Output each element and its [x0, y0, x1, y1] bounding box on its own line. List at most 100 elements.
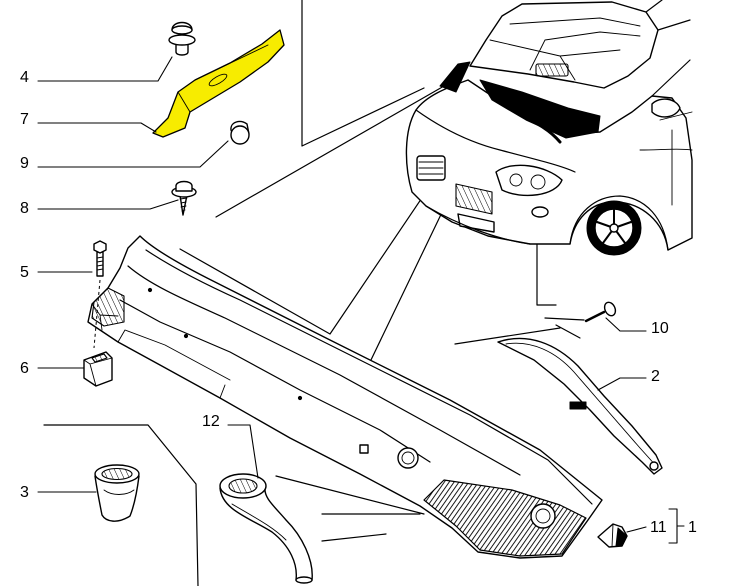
bolt-head: [93, 240, 107, 254]
vehicle-wheel-arch: [569, 195, 669, 251]
guide-line-funnel: [43, 424, 199, 586]
clip-nut-slot: [91, 353, 108, 363]
guide-line-rivet-b: [544, 317, 585, 321]
vehicle-headlight-lens-a: [509, 173, 523, 187]
callout-labels: 4 7 9 8 5 6 3 12 10 2 11 1: [20, 69, 697, 536]
trim-strip-edge: [505, 342, 659, 469]
vehicle-rim-spokes: [596, 209, 632, 244]
vehicle-door-lines: [639, 111, 693, 206]
funnel-grommet-opening: [101, 467, 133, 481]
funnel-grommet-body: [94, 475, 140, 522]
leader-line-2: [597, 377, 647, 391]
plug-face: [230, 125, 250, 145]
assembly-bracket-1: [668, 508, 685, 544]
vehicle-hub: [609, 223, 619, 233]
callout-8: 8: [20, 200, 29, 217]
vehicle-illustration: [405, 0, 693, 256]
rivet-head: [603, 301, 617, 317]
push-pin-cap: [171, 25, 193, 35]
cowl-panel-port-left-inner: [401, 451, 415, 465]
cowl-panel-hole-a: [297, 395, 303, 401]
funnel-grommet-rib: [103, 489, 135, 495]
vehicle-cowl-recess: [479, 79, 601, 139]
clip-nut-body: [83, 351, 113, 387]
highlighted-bracket-slot: [208, 73, 228, 87]
cowl-panel-front-lip: [119, 299, 431, 463]
bolt-axis-line: [93, 279, 101, 349]
guide-line-rivet-a: [454, 327, 561, 345]
leader-line-11: [626, 526, 647, 533]
rivet-shank: [584, 310, 606, 323]
bolt-threads: [96, 256, 104, 271]
plug: [230, 120, 250, 145]
cowl-panel-port-right: [530, 503, 556, 529]
guide-lines: [43, 0, 585, 586]
bolt-shank: [96, 251, 104, 277]
cowl-panel-grille: [423, 479, 587, 557]
guide-line-hose-a: [275, 475, 425, 515]
callout-5: 5: [20, 264, 29, 281]
trim-strip-clip: [569, 401, 587, 410]
drain-hose-highlight: [231, 503, 287, 541]
drain-hose: [219, 473, 313, 584]
callout-1: 1: [688, 519, 697, 536]
highlighted-bracket-fold: [177, 44, 269, 113]
vehicle-bumper-line: [425, 205, 531, 245]
cowl-panel-outline: [87, 235, 603, 559]
guide-line-rivet-c: [555, 324, 581, 339]
callout-7: 7: [20, 111, 29, 128]
callout-6: 6: [20, 360, 29, 377]
vehicle-wiper-arm: [520, 114, 562, 144]
trim-strip: [497, 337, 663, 475]
vehicle-engine-vent: [535, 63, 569, 77]
leader-line-9: [37, 140, 229, 168]
vehicle-headlight-lens-b: [530, 174, 546, 190]
cowl-panel-port-left: [397, 447, 419, 469]
cowl-panel-mark: [359, 444, 369, 454]
guide-line-frame: [301, 0, 425, 147]
leader-lines: [37, 56, 685, 544]
push-pin: [168, 21, 196, 56]
leader-line-10: [605, 317, 647, 332]
clip-nut: [83, 351, 113, 387]
funnel-grommet: [94, 464, 140, 522]
vehicle-hood-edge: [415, 109, 576, 173]
leader-line-12: [227, 424, 259, 479]
screw-head: [175, 180, 193, 192]
cowl-panel-port-right-inner: [535, 508, 551, 524]
leader-line-8: [37, 199, 179, 210]
callout-4: 4: [20, 69, 29, 86]
vehicle-lower-intake: [457, 213, 495, 233]
push-pin-flange: [168, 34, 196, 46]
guide-line-upper: [215, 77, 459, 218]
drain-hose-end: [295, 576, 313, 584]
cowl-panel-hole-b: [147, 287, 153, 293]
clip-nut-edges: [83, 357, 113, 387]
trim-strip-body: [497, 337, 663, 475]
vehicle-side-mirror: [651, 98, 681, 118]
screw: [171, 180, 197, 216]
cowl-panel-hole-c: [183, 333, 189, 339]
cowl-panel-lower-lines: [91, 303, 231, 399]
cowl-panel-left-end: [91, 287, 125, 327]
callout-9: 9: [20, 155, 29, 172]
retaining-clip-shade: [615, 527, 628, 547]
callout-3: 3: [20, 484, 29, 501]
guide-line-hose-c: [321, 533, 387, 542]
vehicle-windshield-base-left: [439, 61, 471, 93]
callout-11: 11: [650, 519, 667, 536]
vehicle-pillars: [645, 0, 691, 97]
callout-2: 2: [651, 368, 660, 385]
vehicle-lower-grille: [455, 183, 493, 215]
screw-threads: [179, 197, 188, 212]
callout-10: 10: [651, 320, 669, 337]
retaining-clip: [597, 523, 628, 548]
bolt: [93, 240, 107, 349]
leader-line-7: [37, 122, 157, 133]
rivet: [584, 301, 617, 323]
drain-hose-opening: [228, 478, 258, 494]
vehicle-engine-bay-lines: [489, 17, 641, 81]
retaining-clip-seam: [611, 523, 614, 548]
